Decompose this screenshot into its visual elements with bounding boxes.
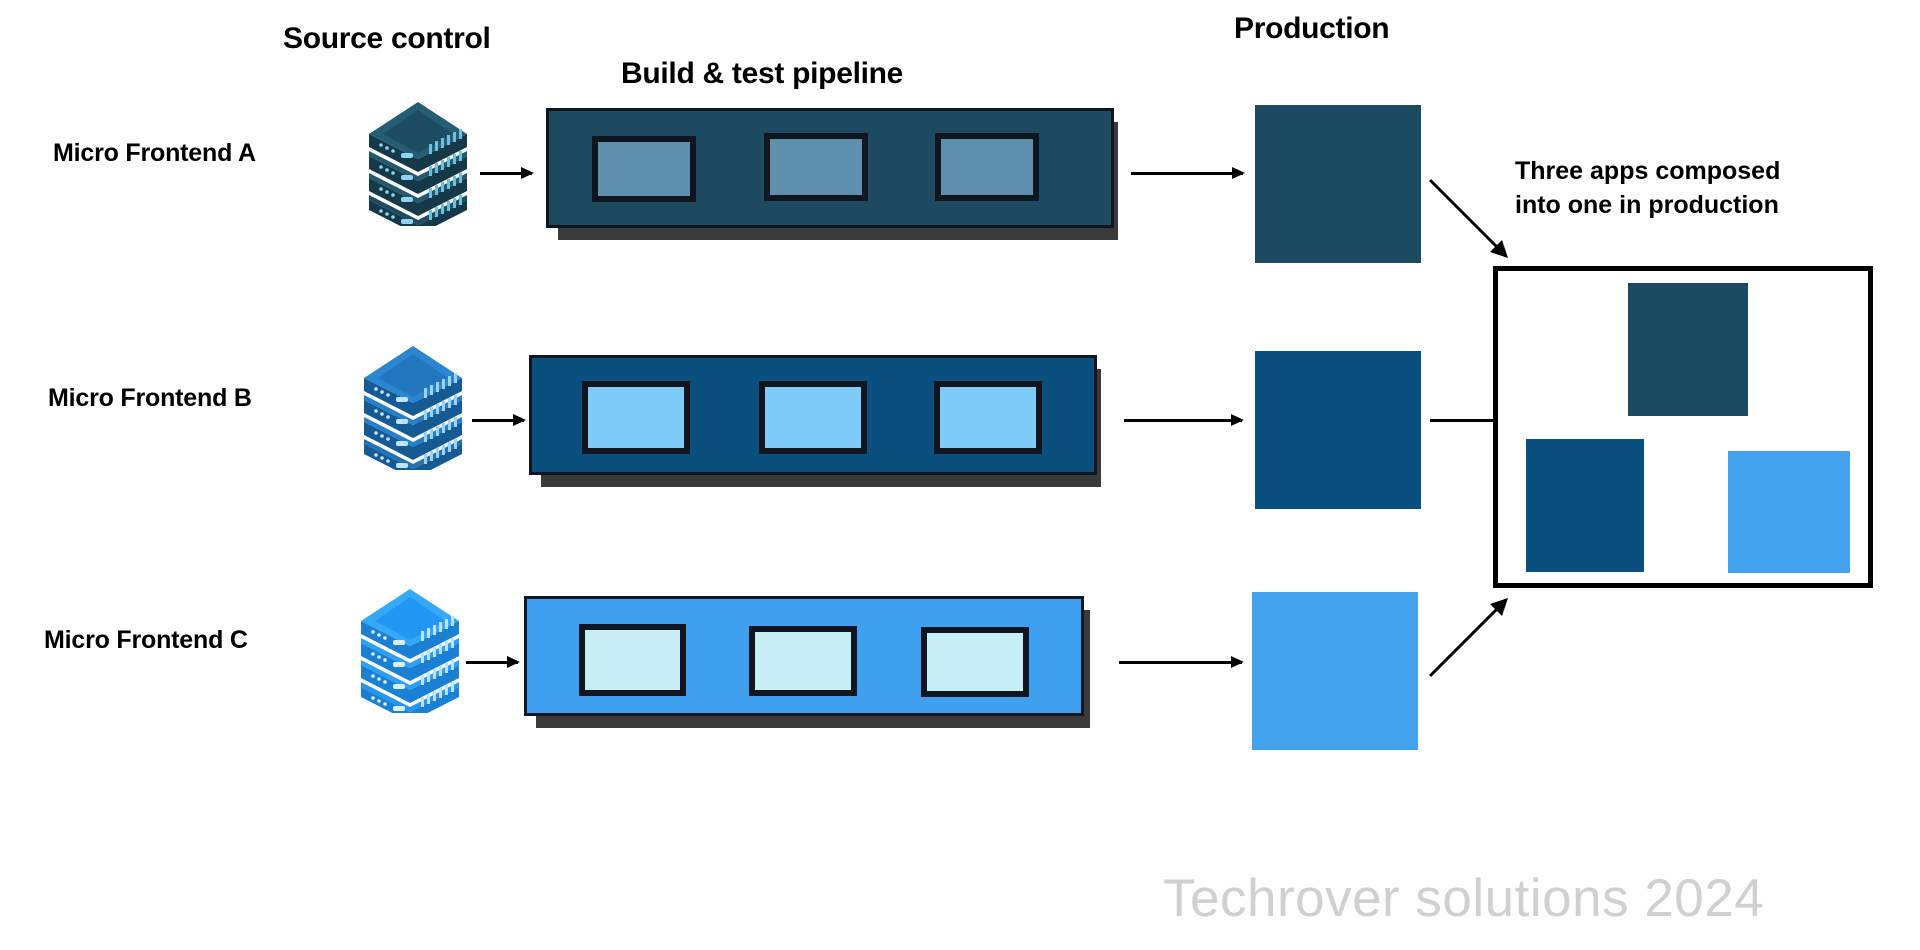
pipeline-body-a (546, 108, 1114, 228)
arrow-right-icon-pipeline-to-production-b (1124, 414, 1244, 426)
caption-line-2: into one in production (1515, 190, 1779, 219)
watermark-text: Techrover solutions 2024 (1163, 869, 1765, 928)
build-test-pipeline-c (524, 596, 1090, 728)
pipeline-stage-a-2[interactable] (764, 133, 868, 201)
composite-square-b[interactable] (1526, 439, 1644, 572)
server-stack-icon-b (358, 340, 468, 479)
arrow-right-icon-source-to-pipeline-b (472, 414, 526, 426)
composite-square-c[interactable] (1728, 451, 1850, 573)
pipeline-body-c (524, 596, 1084, 716)
pipeline-stage-c-3[interactable] (921, 627, 1029, 697)
server-stack-icon-c (355, 583, 465, 722)
composite-app-container (1493, 266, 1873, 588)
server-stack-icon-a (363, 96, 473, 235)
pipeline-stage-a-1[interactable] (592, 136, 696, 202)
heading-source-control: Source control (283, 22, 491, 55)
row-label-micro-frontend-b: Micro Frontend B (48, 384, 252, 412)
pipeline-stage-b-1[interactable] (582, 381, 690, 454)
arrow-diagonal-icon-production-c-to-composite (1428, 598, 1508, 678)
heading-production: Production (1234, 12, 1390, 45)
composition-caption: Three apps composed into one in producti… (1515, 155, 1865, 223)
row-label-micro-frontend-c: Micro Frontend C (44, 626, 248, 654)
production-app-c[interactable] (1252, 592, 1418, 750)
production-app-a[interactable] (1255, 105, 1421, 263)
build-test-pipeline-a (546, 108, 1118, 240)
build-test-pipeline-b (529, 355, 1101, 487)
pipeline-stage-b-2[interactable] (759, 381, 867, 454)
arrow-right-icon-source-to-pipeline-c (466, 656, 520, 668)
pipeline-body-b (529, 355, 1097, 475)
arrow-right-icon-source-to-pipeline-a (480, 167, 534, 179)
pipeline-stage-c-2[interactable] (749, 626, 857, 696)
production-app-b[interactable] (1255, 351, 1421, 509)
caption-line-1: Three apps composed (1515, 157, 1781, 185)
arrow-right-icon-pipeline-to-production-a (1131, 167, 1245, 179)
pipeline-stage-b-3[interactable] (934, 381, 1042, 454)
heading-build-test-pipeline: Build & test pipeline (621, 57, 904, 90)
row-label-micro-frontend-a: Micro Frontend A (53, 139, 256, 167)
pipeline-stage-c-1[interactable] (579, 624, 686, 696)
arrow-right-icon-pipeline-to-production-c (1119, 656, 1244, 668)
pipeline-stage-a-3[interactable] (935, 133, 1039, 201)
arrow-diagonal-icon-production-a-to-composite (1428, 178, 1508, 258)
composite-square-a[interactable] (1628, 283, 1748, 416)
